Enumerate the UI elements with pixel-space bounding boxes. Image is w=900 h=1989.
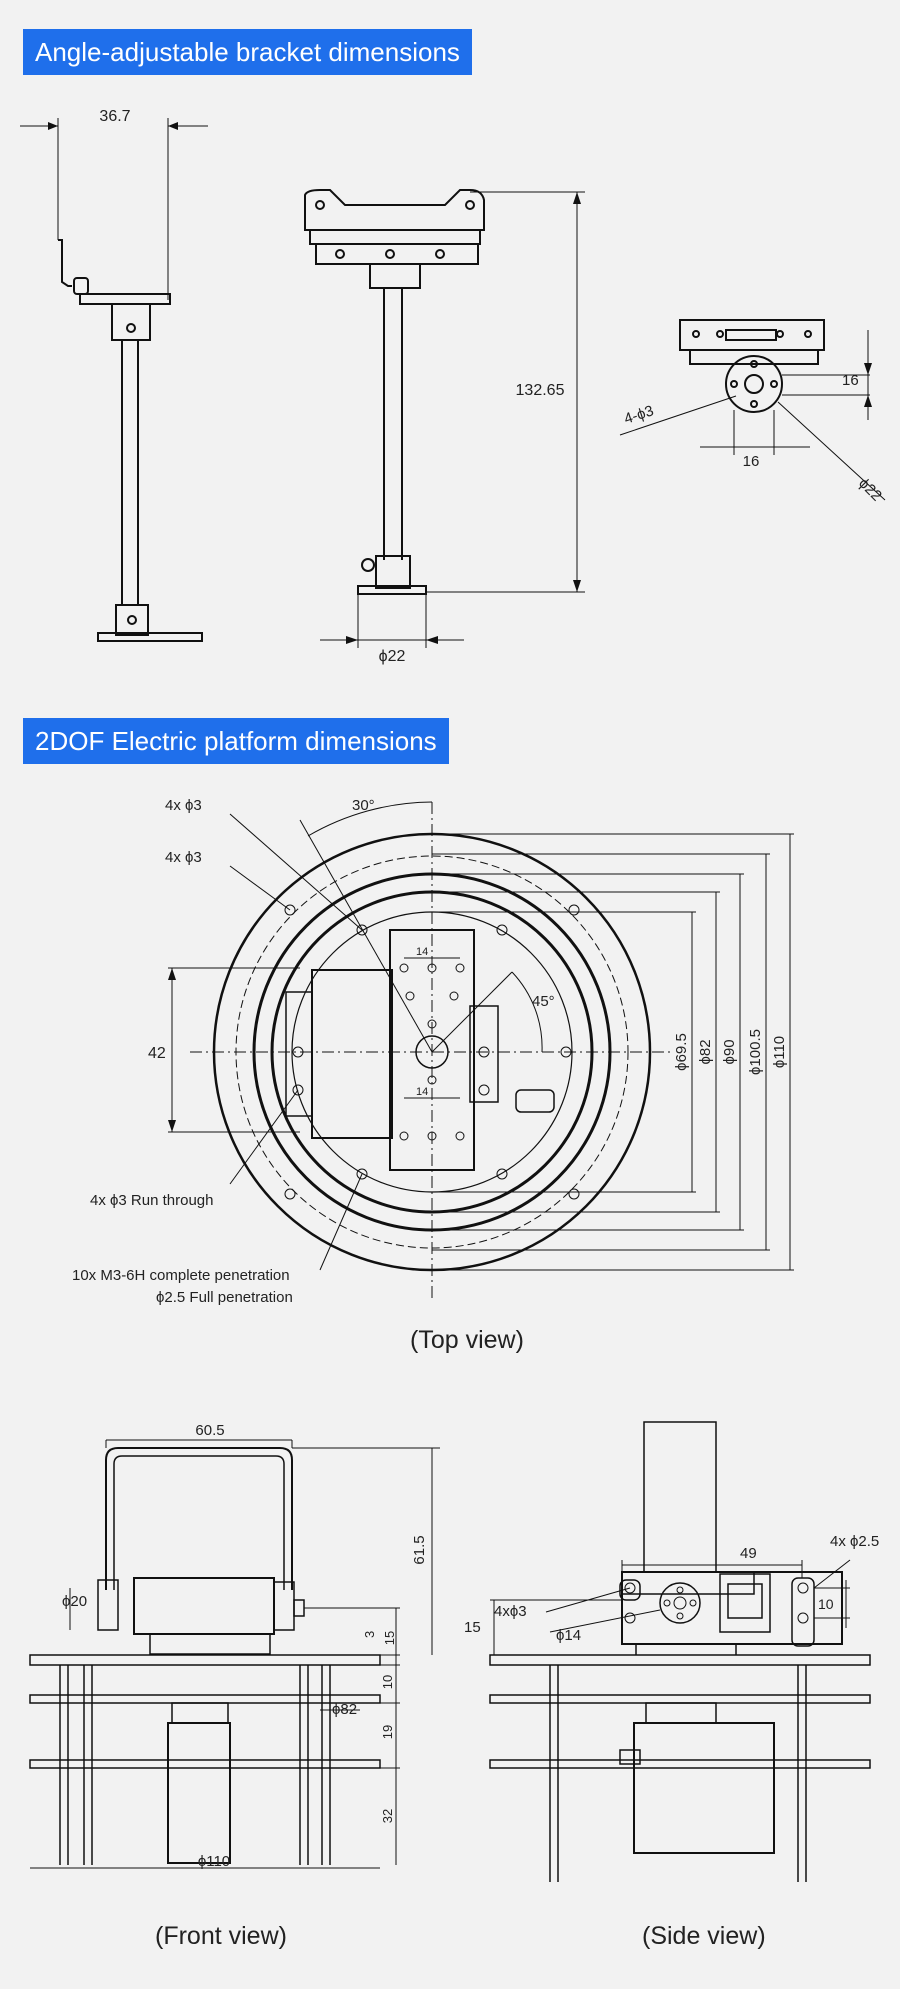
front-dim-10: 10	[380, 1675, 395, 1689]
top-dim-14-top: 14	[416, 946, 428, 958]
bracket-base-dia-dim: ϕ22	[379, 648, 406, 665]
side-view-drawing: 49 4x ϕ2.5 10 4xϕ3 15 ϕ14	[464, 1421, 879, 1882]
front-phi20: ϕ20	[62, 1593, 87, 1610]
top-hole-label-2: 4x ϕ3	[165, 849, 202, 866]
top-run-through: 4x ϕ3 Run through	[90, 1192, 213, 1209]
top-view-caption: (Top view)	[410, 1326, 524, 1354]
top-dia-695: ϕ69.5	[673, 1033, 690, 1071]
side-phi14: ϕ14	[556, 1627, 581, 1644]
bracket-holes-dim: 4-ϕ3	[622, 402, 656, 427]
bracket-height-dim: 132.65	[516, 382, 565, 399]
bracket-width-dim: 36.7	[99, 108, 130, 125]
top-phi25-label: ϕ2.5 Full penetration	[156, 1289, 293, 1306]
front-height-615: 61.5	[411, 1535, 428, 1564]
side-dim-49: 49	[740, 1545, 757, 1562]
front-dim-32: 32	[380, 1809, 395, 1823]
bracket-hole-spacing-h: 16	[743, 453, 760, 470]
side-view-caption: (Side view)	[642, 1922, 766, 1950]
bracket-flange-dia: ϕ22	[855, 475, 885, 505]
side-dim-10: 10	[818, 1596, 834, 1612]
front-width-top: 60.5	[195, 1422, 224, 1439]
top-angle-30: 30°	[352, 797, 375, 814]
top-view-drawing: 4x ϕ3 4x ϕ3 30° 45° 42 14 14 4x ϕ3 Run t…	[72, 797, 794, 1306]
front-phi110: ϕ110	[198, 1853, 230, 1870]
bracket-hole-spacing-v: 16	[842, 372, 859, 389]
side-holes-3: 4xϕ3	[494, 1603, 527, 1620]
top-dim-14-bottom: 14	[416, 1086, 428, 1098]
top-dia-90: ϕ90	[721, 1039, 738, 1064]
front-view-drawing: 60.5 61.5 ϕ20 3 15 10 19 32 ϕ82 ϕ110	[29, 1422, 440, 1870]
front-phi82: ϕ82	[332, 1701, 357, 1718]
top-dia-110: ϕ110	[771, 1036, 788, 1068]
front-dim-3: 3	[362, 1631, 377, 1638]
front-view-caption: (Front view)	[155, 1922, 287, 1950]
side-holes-25: 4x ϕ2.5	[830, 1533, 879, 1550]
front-dim-19: 19	[380, 1725, 395, 1739]
top-m3-label: 10x M3-6H complete penetration	[72, 1267, 290, 1284]
platform-section-title: 2DOF Electric platform dimensions	[23, 718, 449, 764]
top-dia-1005: ϕ100.5	[747, 1029, 764, 1075]
top-angle-45: 45°	[532, 993, 555, 1010]
front-dim-15: 15	[382, 1631, 397, 1645]
bracket-section-title: Angle-adjustable bracket dimensions	[23, 29, 472, 75]
top-dim-42: 42	[148, 1045, 166, 1062]
side-dim-15: 15	[464, 1619, 481, 1636]
top-hole-label-1: 4x ϕ3	[165, 797, 202, 814]
top-dia-82: ϕ82	[697, 1039, 714, 1064]
bracket-drawing: 36.7 132.65 ϕ22 4-ϕ3 16 16 ϕ22	[20, 108, 886, 665]
